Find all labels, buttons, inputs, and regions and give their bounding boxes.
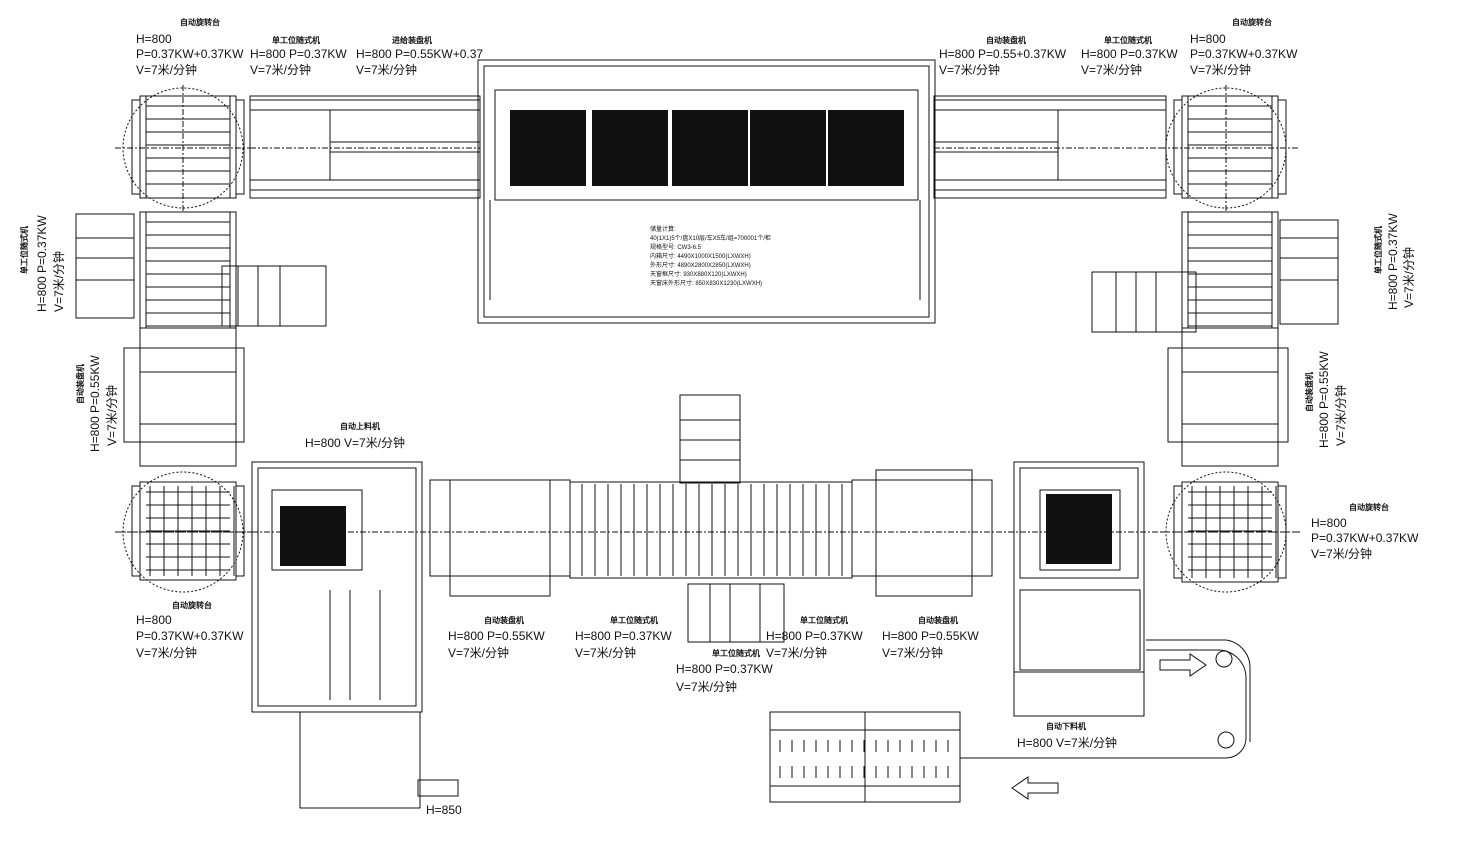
upper-loader-title: 自动上料机 — [340, 422, 380, 431]
top-lift1-title: 进给装盘机 — [392, 36, 432, 45]
left-load-v: V=7米/分钟 — [105, 384, 119, 446]
bot-single1-v: V=7米/分钟 — [575, 646, 637, 660]
bot-single2-hp: H=800 P=0.37KW — [766, 629, 863, 643]
bot-load2-v: V=7米/分钟 — [882, 646, 944, 660]
note-line: 储量计算: — [650, 227, 676, 233]
oven-tray-panel — [828, 110, 904, 186]
top-lift2-hp: H=800 P=0.55+0.37KW — [939, 47, 1067, 61]
bot-center-title: 单工位随式机 — [712, 649, 760, 658]
bl-turn-h: H=800 — [136, 613, 172, 627]
bot-center-hp: H=800 P=0.37KW — [676, 662, 773, 676]
oven-tray-panel — [592, 110, 668, 186]
arrow-right — [1159, 653, 1207, 677]
top-right-conveyor — [933, 95, 1167, 199]
top-single2-v: V=7米/分钟 — [1081, 63, 1143, 77]
bot-load1-hp: H=800 P=0.55KW — [448, 629, 545, 643]
top-single2-hp: H=800 P=0.37KW — [1081, 47, 1178, 61]
bot-single1-title: 单工位随式机 — [610, 616, 658, 625]
top-lift2-title: 自动装盘机 — [986, 36, 1026, 45]
top-lift1-v: V=7米/分钟 — [356, 63, 418, 77]
oven-tray-panel — [672, 110, 748, 186]
turntable-top-left — [115, 85, 250, 212]
note-line: 天窗床外形尺寸: 850X830X1230(LXWXH) — [650, 281, 763, 287]
tr-turn-p: P=0.37KW+0.37KW — [1190, 47, 1298, 61]
bot-load1-v: V=7米/分钟 — [448, 646, 510, 660]
bot-center-v: V=7米/分钟 — [676, 680, 738, 694]
tray-rack — [769, 711, 961, 803]
note-line: 规格型号: CW3-6.5 — [650, 245, 702, 251]
right-load-title: 自动装盘机 — [1305, 372, 1314, 412]
bot-single2-v: V=7米/分钟 — [766, 646, 828, 660]
unloader-machine — [960, 461, 1251, 759]
arrow-left — [1011, 776, 1059, 800]
top-single1-v: V=7米/分钟 — [250, 63, 312, 77]
roller-lines — [146, 105, 1277, 778]
bot-single2-title: 单工位随式机 — [800, 616, 848, 625]
tl-turn-h: H=800 — [136, 32, 172, 46]
top-single2-title: 单工位随式机 — [1104, 36, 1152, 45]
unloader-hp: H=800 V=7米/分钟 — [1017, 736, 1118, 750]
left-load-hp: H=800 P=0.55KW — [88, 355, 102, 452]
oven-cabinet — [477, 59, 936, 324]
unloader-tray-panel — [1046, 494, 1112, 564]
top-lift1-hp: H=800 P=0.55KW+0.37 — [356, 47, 484, 61]
dark-regions — [280, 110, 1112, 566]
top-single1-title: 单工位随式机 — [272, 36, 320, 45]
right-vertical-conveyor — [1091, 211, 1339, 467]
tl-turn-title: 自动旋转台 — [180, 18, 220, 27]
bot-single1-hp: H=800 P=0.37KW — [575, 629, 672, 643]
tl-turn-v: V=7米/分钟 — [136, 63, 198, 77]
left-single-v: V=7米/分钟 — [52, 250, 66, 312]
storage-notes: 储量计算: 40(1X1)5个/盘X10层/车X5车/组=700001个/柜 规… — [650, 226, 771, 289]
note-line: 40(1X1)5个/盘X10层/车X5车/组=700001个/柜 — [650, 236, 771, 242]
note-line: 外形尺寸: 4890X2800X2850(LXWXH) — [650, 263, 751, 269]
bot-load2-hp: H=800 P=0.55KW — [882, 629, 979, 643]
mr-turn-v: V=7米/分钟 — [1311, 547, 1373, 561]
tr-turn-title: 自动旋转台 — [1232, 18, 1272, 27]
mr-turn-title: 自动旋转台 — [1349, 503, 1389, 512]
right-load-v: V=7米/分钟 — [1334, 384, 1348, 446]
bl-turn-p: P=0.37KW+0.37KW — [136, 629, 244, 643]
tr-turn-v: V=7米/分钟 — [1190, 63, 1252, 77]
tr-turn-h: H=800 — [1190, 32, 1226, 46]
h850-label: H=850 — [426, 803, 462, 817]
right-single-hp: H=800 P=0.37KW — [1386, 213, 1400, 310]
tl-turn-p: P=0.37KW+0.37KW — [136, 47, 244, 61]
left-single-hp: H=800 P=0.37KW — [35, 215, 49, 312]
right-single-v: V=7米/分钟 — [1402, 246, 1416, 308]
bot-load2-title: 自动装盘机 — [918, 616, 958, 625]
loader-tray-panel — [280, 506, 346, 566]
left-vertical-conveyor — [75, 211, 327, 467]
top-single1-hp: H=800 P=0.37KW — [250, 47, 347, 61]
upper-loader-machine — [251, 461, 459, 809]
turntable-top-right — [1160, 85, 1300, 212]
mr-turn-h: H=800 — [1311, 516, 1347, 530]
top-left-conveyor — [249, 95, 481, 199]
oven-tray-panel — [750, 110, 826, 186]
note-line: 天窗框尺寸: 930X880X120(LXWXH) — [650, 272, 747, 278]
left-load-title: 自动装盘机 — [76, 364, 85, 404]
upper-loader-hp: H=800 V=7米/分钟 — [305, 436, 406, 450]
right-load-hp: H=800 P=0.55KW — [1317, 351, 1331, 448]
right-single-title: 单工位随式机 — [1374, 226, 1383, 274]
note-line: 内箱尺寸: 4490X1000X1500(LXWXH) — [650, 254, 751, 260]
bot-load1-title: 自动装盘机 — [484, 616, 524, 625]
unloader-title: 自动下料机 — [1046, 722, 1086, 731]
bl-turn-v: V=7米/分钟 — [136, 646, 198, 660]
mr-turn-p: P=0.37KW+0.37KW — [1311, 531, 1419, 545]
oven-tray-panel — [510, 110, 586, 186]
left-single-title: 单工位随式机 — [20, 226, 29, 274]
top-lift2-v: V=7米/分钟 — [939, 63, 1001, 77]
bl-turn-title: 自动旋转台 — [172, 601, 212, 610]
